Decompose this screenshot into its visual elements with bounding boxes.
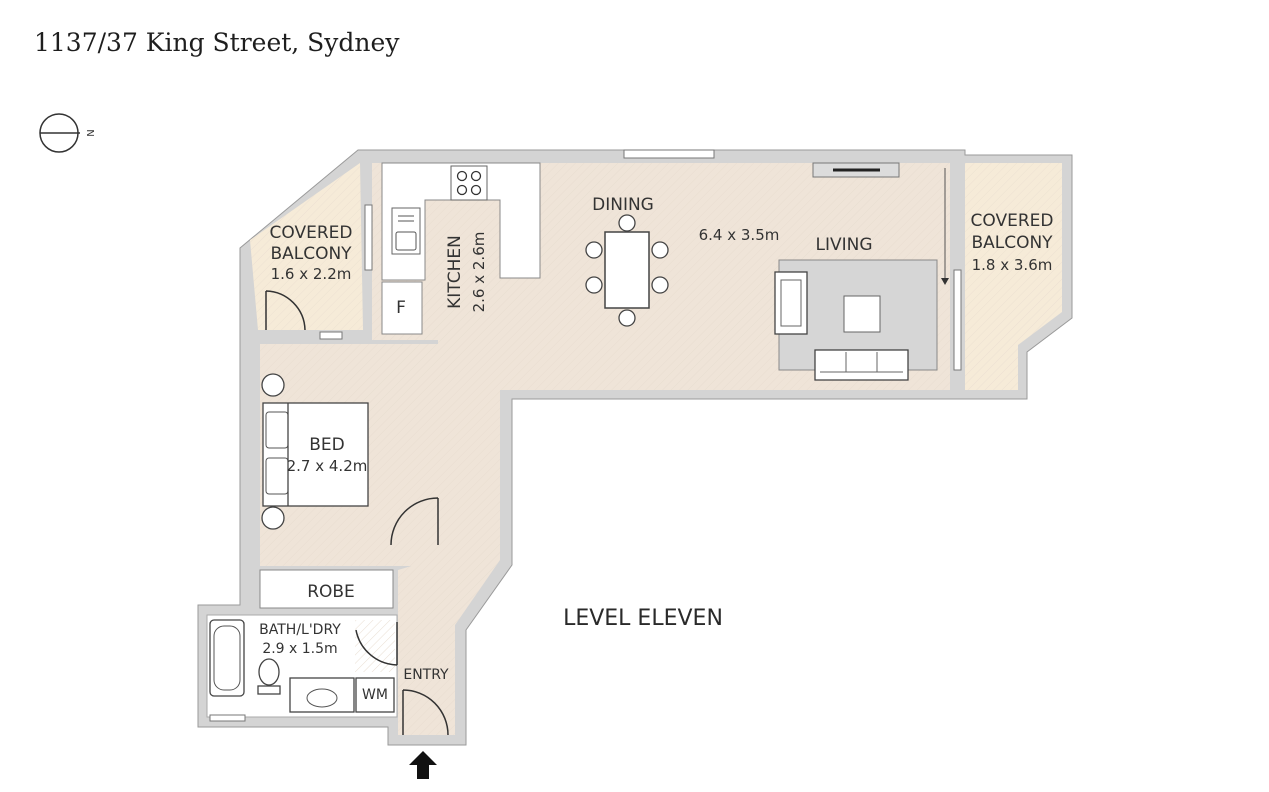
toilet-icon bbox=[257, 658, 281, 695]
balcony-left-size: 1.6 x 2.2m bbox=[271, 265, 352, 283]
bath-size: 2.9 x 1.5m bbox=[262, 641, 337, 657]
compass-icon: N bbox=[39, 113, 97, 153]
entry-door bbox=[402, 689, 449, 736]
windows bbox=[209, 149, 962, 722]
robe-label: ROBE bbox=[307, 582, 355, 602]
bed-icon bbox=[261, 373, 369, 530]
balcony-right-label-2: BALCONY bbox=[971, 233, 1053, 253]
compass-letter: N bbox=[86, 129, 97, 136]
balcony-left-label-2: BALCONY bbox=[270, 244, 352, 264]
washing-machine bbox=[355, 677, 395, 713]
dining-label: DINING bbox=[592, 195, 654, 215]
covered-balcony-left bbox=[250, 163, 363, 331]
level-label: LEVEL ELEVEN bbox=[563, 606, 723, 631]
bed-label: BED bbox=[309, 435, 345, 455]
fridge bbox=[381, 281, 423, 335]
bathroom-door bbox=[355, 622, 398, 666]
bed-size: 2.7 x 4.2m bbox=[287, 457, 368, 475]
living-label: LIVING bbox=[815, 235, 872, 255]
bath-label: BATH/L'DRY bbox=[259, 622, 341, 638]
tv-unit-icon bbox=[812, 162, 900, 178]
cooktop-icon bbox=[450, 165, 488, 201]
kitchen-size: 2.6 x 2.6m bbox=[470, 232, 488, 313]
entry-label: ENTRY bbox=[403, 667, 449, 683]
dining-table-icon bbox=[585, 214, 669, 327]
balcony-right-label-1: COVERED bbox=[971, 211, 1054, 231]
bedroom-door bbox=[390, 497, 439, 546]
balcony-left-label-1: COVERED bbox=[270, 223, 353, 243]
covered-balcony-right bbox=[965, 163, 1062, 390]
entry-arrow-icon bbox=[409, 751, 437, 779]
balcony-right-size: 1.8 x 3.6m bbox=[972, 256, 1053, 274]
living-size: 6.4 x 3.5m bbox=[699, 226, 780, 244]
sink-icon bbox=[391, 207, 421, 255]
bathtub-icon bbox=[209, 619, 245, 697]
kitchen-bench bbox=[381, 162, 541, 335]
living-furniture-icon bbox=[774, 259, 938, 381]
fridge-label: F bbox=[396, 298, 406, 318]
robe bbox=[259, 569, 394, 609]
kitchen-label: KITCHEN bbox=[445, 235, 465, 309]
vanity-icon bbox=[289, 677, 355, 713]
address-title: 1137/37 King Street, Sydney bbox=[34, 28, 400, 57]
wm-label: WM bbox=[362, 687, 388, 703]
